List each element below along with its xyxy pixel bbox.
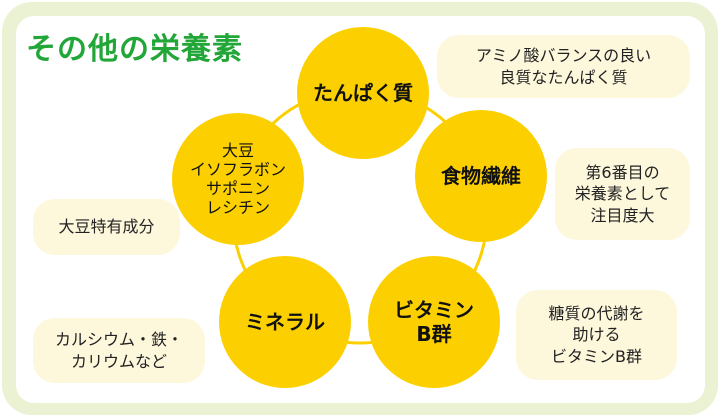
- note-text: カリウムなど: [70, 351, 167, 371]
- note-vitamin-b: 糖質の代謝を助けるビタミンB群: [516, 290, 677, 380]
- nutrient-soy: 大豆イソフラボンサポニンレシチン: [172, 113, 304, 245]
- page-title: その他の栄養素: [26, 32, 243, 67]
- nutrient-label: 食物繊維: [441, 164, 521, 188]
- nutrient-fiber: 食物繊維: [415, 110, 547, 242]
- note-text: 助ける: [572, 325, 621, 345]
- nutrient-label: サポニン: [205, 179, 270, 198]
- nutrient-label: たんぱく質: [313, 81, 413, 105]
- note-text: カルシウム・鉄・: [54, 329, 183, 349]
- note-fiber: 第6番目の栄養素として注目度大: [555, 148, 690, 240]
- note-mineral: カルシウム・鉄・カリウムなど: [33, 318, 205, 383]
- nutrient-label: ビタミン: [394, 298, 474, 322]
- nutrient-mineral: ミネラル: [219, 256, 351, 388]
- nutrient-label: レシチン: [205, 198, 270, 218]
- note-text: 栄養素として: [574, 184, 671, 204]
- note-text: 糖質の代謝を: [548, 303, 645, 323]
- note-text: ビタミンB群: [551, 346, 642, 366]
- note-text: アミノ酸バランスの良い: [475, 45, 652, 65]
- nutrient-label: ミネラル: [245, 310, 325, 334]
- note-text: 第6番目の: [585, 162, 660, 182]
- nutrient-protein: たんぱく質: [297, 27, 429, 159]
- note-protein: アミノ酸バランスの良い良質なたんぱく質: [437, 35, 690, 98]
- nutrient-label: 大豆: [221, 140, 254, 160]
- note-soy: 大豆特有成分: [33, 199, 180, 255]
- nutrient-label: B群: [416, 322, 452, 346]
- note-text: 良質なたんぱく質: [499, 67, 628, 87]
- note-text: 大豆特有成分: [58, 217, 155, 237]
- note-text: 注目度大: [590, 205, 655, 225]
- nutrient-label: イソフラボン: [189, 159, 286, 179]
